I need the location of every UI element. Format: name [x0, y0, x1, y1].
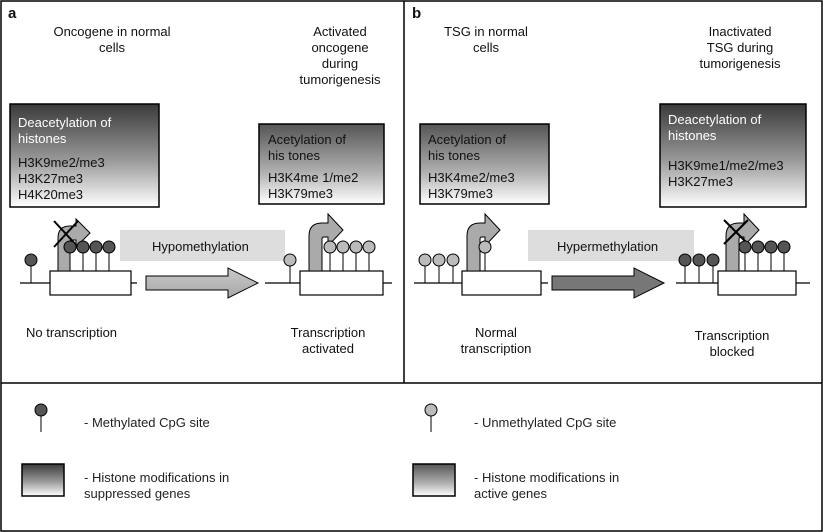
panel-letter-b: b	[412, 5, 422, 22]
legend-methylated-icon	[34, 403, 48, 417]
gene-box-b-right	[717, 270, 797, 296]
process-arrow-b	[551, 267, 666, 299]
process-arrow-a	[145, 267, 260, 299]
hypermethylation-label: Hypermethylation	[557, 239, 659, 254]
unmethylated-cpg-cluster-a	[323, 240, 376, 271]
legend-methylated-label: - Methylated CpG site	[84, 415, 210, 430]
gene-box-a-right	[299, 270, 384, 296]
panel-a-left-caption: No transcription	[26, 325, 118, 340]
legend-unmethylated-label: - Unmethylated CpG site	[474, 415, 617, 430]
legend-suppressed-swatch	[21, 463, 65, 497]
methylated-cpg-cluster-b-gene	[738, 240, 791, 271]
legend-unmethylated-icon	[424, 403, 438, 417]
suppressed-mods-box-a	[9, 103, 160, 208]
suppressed-mods-box-b	[659, 103, 807, 208]
gene-box-a-left	[49, 270, 132, 296]
panel-letter-a: a	[8, 5, 17, 22]
hypomethylation-band	[120, 230, 285, 261]
methylated-cpg-cluster-b-promoter	[678, 253, 720, 283]
active-mods-box-a	[258, 123, 385, 205]
methylated-cpg	[24, 253, 38, 267]
legend-active-swatch	[412, 463, 456, 497]
hypomethylation-label: Hypomethylation	[152, 239, 249, 254]
transcription-arrow-b-right	[725, 212, 760, 272]
gene-box-b-left	[461, 270, 542, 296]
unmethylated-cpg	[283, 253, 297, 267]
unmethylated-cpg-cluster-b	[418, 253, 460, 283]
transcription-arrow-b-left	[466, 212, 501, 272]
hypermethylation-band	[528, 230, 694, 261]
transcription-arrow-a-right	[308, 212, 344, 272]
active-mods-box-b	[419, 123, 550, 205]
methylated-cpg-cluster-a	[63, 240, 116, 271]
